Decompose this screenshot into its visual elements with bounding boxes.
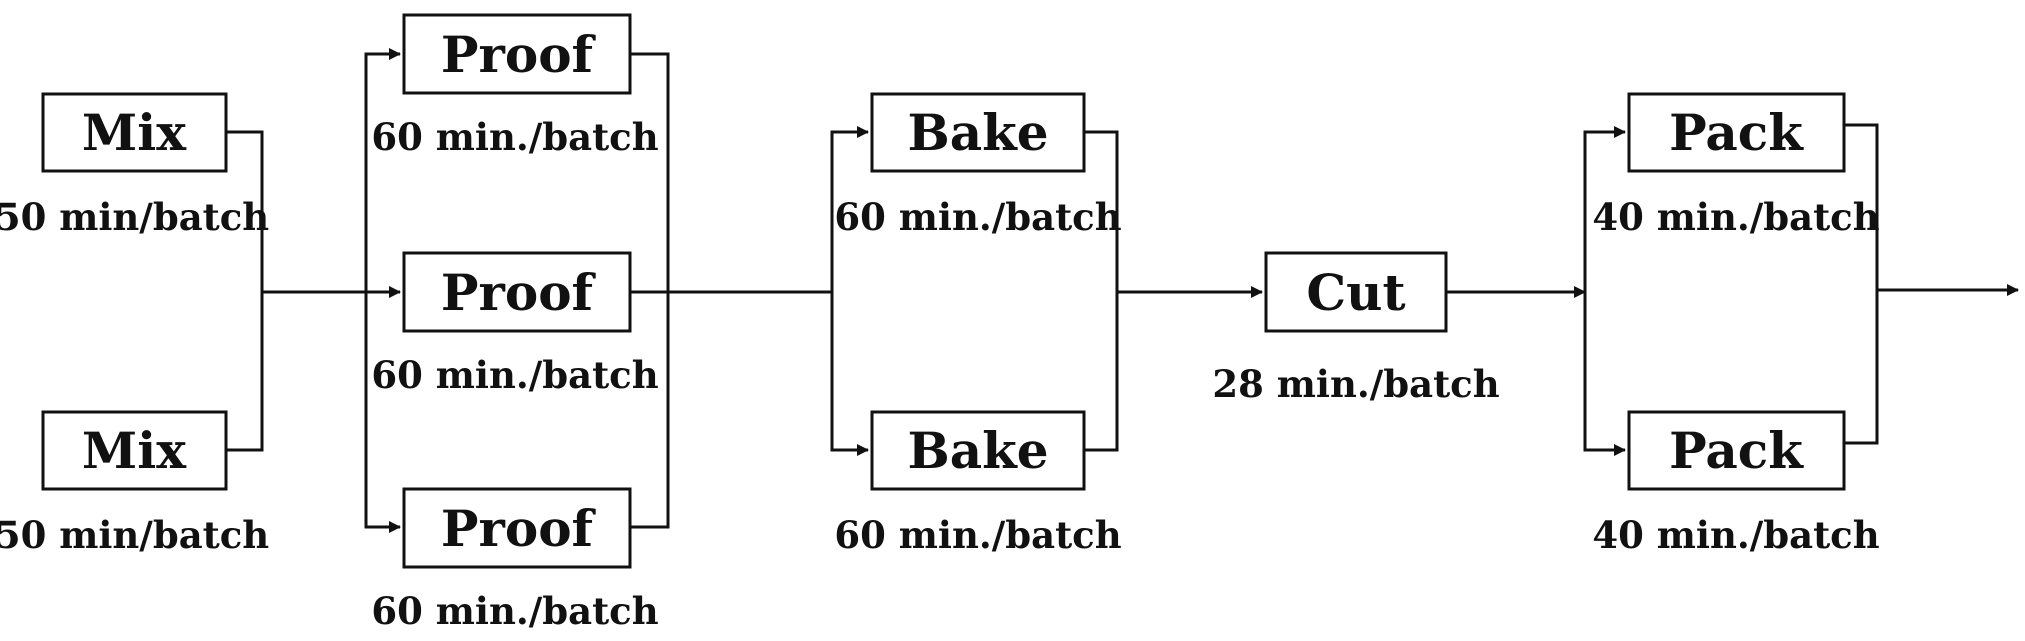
pack-node-2-label: Pack: [1669, 421, 1804, 480]
cut-node-label: Cut: [1306, 263, 1405, 322]
bake-node-1-time: 60 min./batch: [834, 195, 1121, 239]
bake-node-1-label: Bake: [907, 103, 1048, 162]
proof-split-top-arrow: [364, 48, 401, 292]
mix-node-1: Mix: [41, 92, 228, 173]
proof-node-1: Proof: [402, 13, 632, 95]
proof-node-3-label: Proof: [441, 499, 597, 558]
mix-node-2-time: 50 min/batch: [0, 513, 269, 557]
proof-node-3-time: 60 min./batch: [371, 589, 658, 633]
proof-node-1-time: 60 min./batch: [371, 115, 658, 159]
proof-node-2-time: 60 min./batch: [371, 353, 658, 397]
pack-node-2-time: 40 min./batch: [1592, 513, 1879, 557]
cut-node: Cut: [1264, 251, 1448, 333]
pack-split-top-arrow: [1583, 126, 1626, 292]
mix-1-out-connector: [226, 130, 264, 292]
pack-node-2: Pack: [1627, 410, 1846, 491]
pack-split-bottom-arrow: [1583, 292, 1626, 456]
mix-node-2: Mix: [41, 410, 228, 491]
bake-node-2: Bake: [870, 410, 1086, 491]
bake-split-bottom-arrow: [830, 292, 869, 456]
bake-node-2-label: Bake: [907, 421, 1048, 480]
proof-node-1-label: Proof: [441, 25, 597, 84]
pack-node-1-label: Pack: [1669, 103, 1804, 162]
mix-2-out-connector: [226, 292, 264, 452]
proof-split-bottom-arrow: [364, 292, 401, 533]
pack-out-connector: [1844, 123, 1879, 445]
bake-split-top-arrow: [830, 126, 869, 292]
cut-node-time: 28 min./batch: [1212, 362, 1499, 406]
mix-node-2-label: Mix: [82, 421, 187, 480]
flow-connectors: [226, 48, 2019, 533]
bake-node-2-time: 60 min./batch: [834, 513, 1121, 557]
mix-node-1-label: Mix: [82, 103, 187, 162]
proof-node-3: Proof: [402, 487, 632, 569]
bake-out-connector: [1084, 130, 1119, 452]
proof-node-2-label: Proof: [441, 263, 597, 322]
mix-node-1-time: 50 min/batch: [0, 195, 269, 239]
proof-node-2: Proof: [402, 251, 632, 333]
pack-node-1-time: 40 min./batch: [1592, 195, 1879, 239]
bake-node-1: Bake: [870, 92, 1086, 173]
pack-node-1: Pack: [1627, 92, 1846, 173]
